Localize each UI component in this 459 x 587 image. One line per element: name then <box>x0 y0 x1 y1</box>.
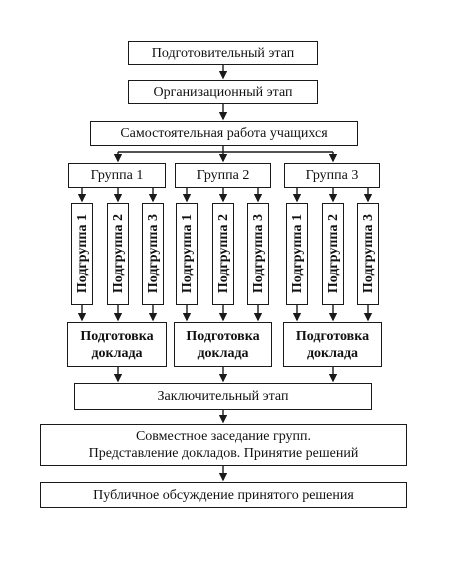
subgroup-label: Подгруппа 1 <box>74 214 90 294</box>
group-1-subgroup-1: Подгруппа 1 <box>71 203 93 305</box>
subgroup-label: Подгруппа 1 <box>289 214 305 294</box>
report-label-line1: Подготовка <box>80 328 154 344</box>
subgroup-label: Подгруппа 2 <box>110 214 126 294</box>
subgroup-label: Подгруппа 3 <box>250 214 266 294</box>
group-2-label: Группа 2 <box>196 168 250 183</box>
final-stage-box: Заключительный этап <box>74 383 372 410</box>
group-2-subgroup-3: Подгруппа 3 <box>247 203 269 305</box>
group-1-label: Группа 1 <box>90 168 144 183</box>
independent-work-box: Самостоятельная работа учащихся <box>90 121 358 146</box>
report-label-line2: доклада <box>306 345 359 361</box>
report-label-line1: Подготовка <box>186 328 260 344</box>
group-3-report-box: Подготовка доклада <box>283 322 382 367</box>
joint-meeting-line2: Представление докладов. Принятие решений <box>88 446 359 461</box>
report-label-line2: доклада <box>91 345 143 361</box>
subgroup-label: Подгруппа 2 <box>215 214 231 294</box>
subgroup-label: Подгруппа 3 <box>360 214 376 294</box>
group-2-report-box: Подготовка доклада <box>174 322 272 367</box>
group-3-label: Группа 3 <box>305 168 359 183</box>
subgroup-label: Подгруппа 2 <box>325 214 341 294</box>
organizational-stage-box: Организационный этап <box>128 80 318 104</box>
report-label-line2: доклада <box>197 345 249 361</box>
group-3-box: Группа 3 <box>284 163 380 188</box>
group-1-box: Группа 1 <box>68 163 166 188</box>
preparatory-stage-label: Подготовительный этап <box>151 45 295 61</box>
joint-meeting-line1: Совместное заседание групп. <box>135 429 312 444</box>
subgroup-label: Подгруппа 3 <box>145 214 161 294</box>
group-2-subgroup-1: Подгруппа 1 <box>176 203 198 305</box>
subgroup-label: Подгруппа 1 <box>179 214 195 294</box>
independent-work-label: Самостоятельная работа учащихся <box>120 126 328 141</box>
report-label-line1: Подготовка <box>295 328 370 344</box>
group-3-subgroup-2: Подгруппа 2 <box>322 203 344 305</box>
public-discussion-label: Публичное обсуждение принятого решения <box>93 487 354 503</box>
group-3-subgroup-3: Подгруппа 3 <box>357 203 379 305</box>
group-1-report-box: Подготовка доклада <box>67 322 167 367</box>
public-discussion-box: Публичное обсуждение принятого решения <box>40 482 407 508</box>
group-1-subgroup-3: Подгруппа 3 <box>142 203 164 305</box>
final-stage-label: Заключительный этап <box>157 389 289 404</box>
preparatory-stage-box: Подготовительный этап <box>128 41 318 65</box>
group-3-subgroup-1: Подгруппа 1 <box>286 203 308 305</box>
group-2-box: Группа 2 <box>175 163 271 188</box>
group-2-subgroup-2: Подгруппа 2 <box>212 203 234 305</box>
organizational-stage-label: Организационный этап <box>153 84 293 100</box>
group-1-subgroup-2: Подгруппа 2 <box>107 203 129 305</box>
joint-meeting-box: Совместное заседание групп. Представлени… <box>40 424 407 466</box>
